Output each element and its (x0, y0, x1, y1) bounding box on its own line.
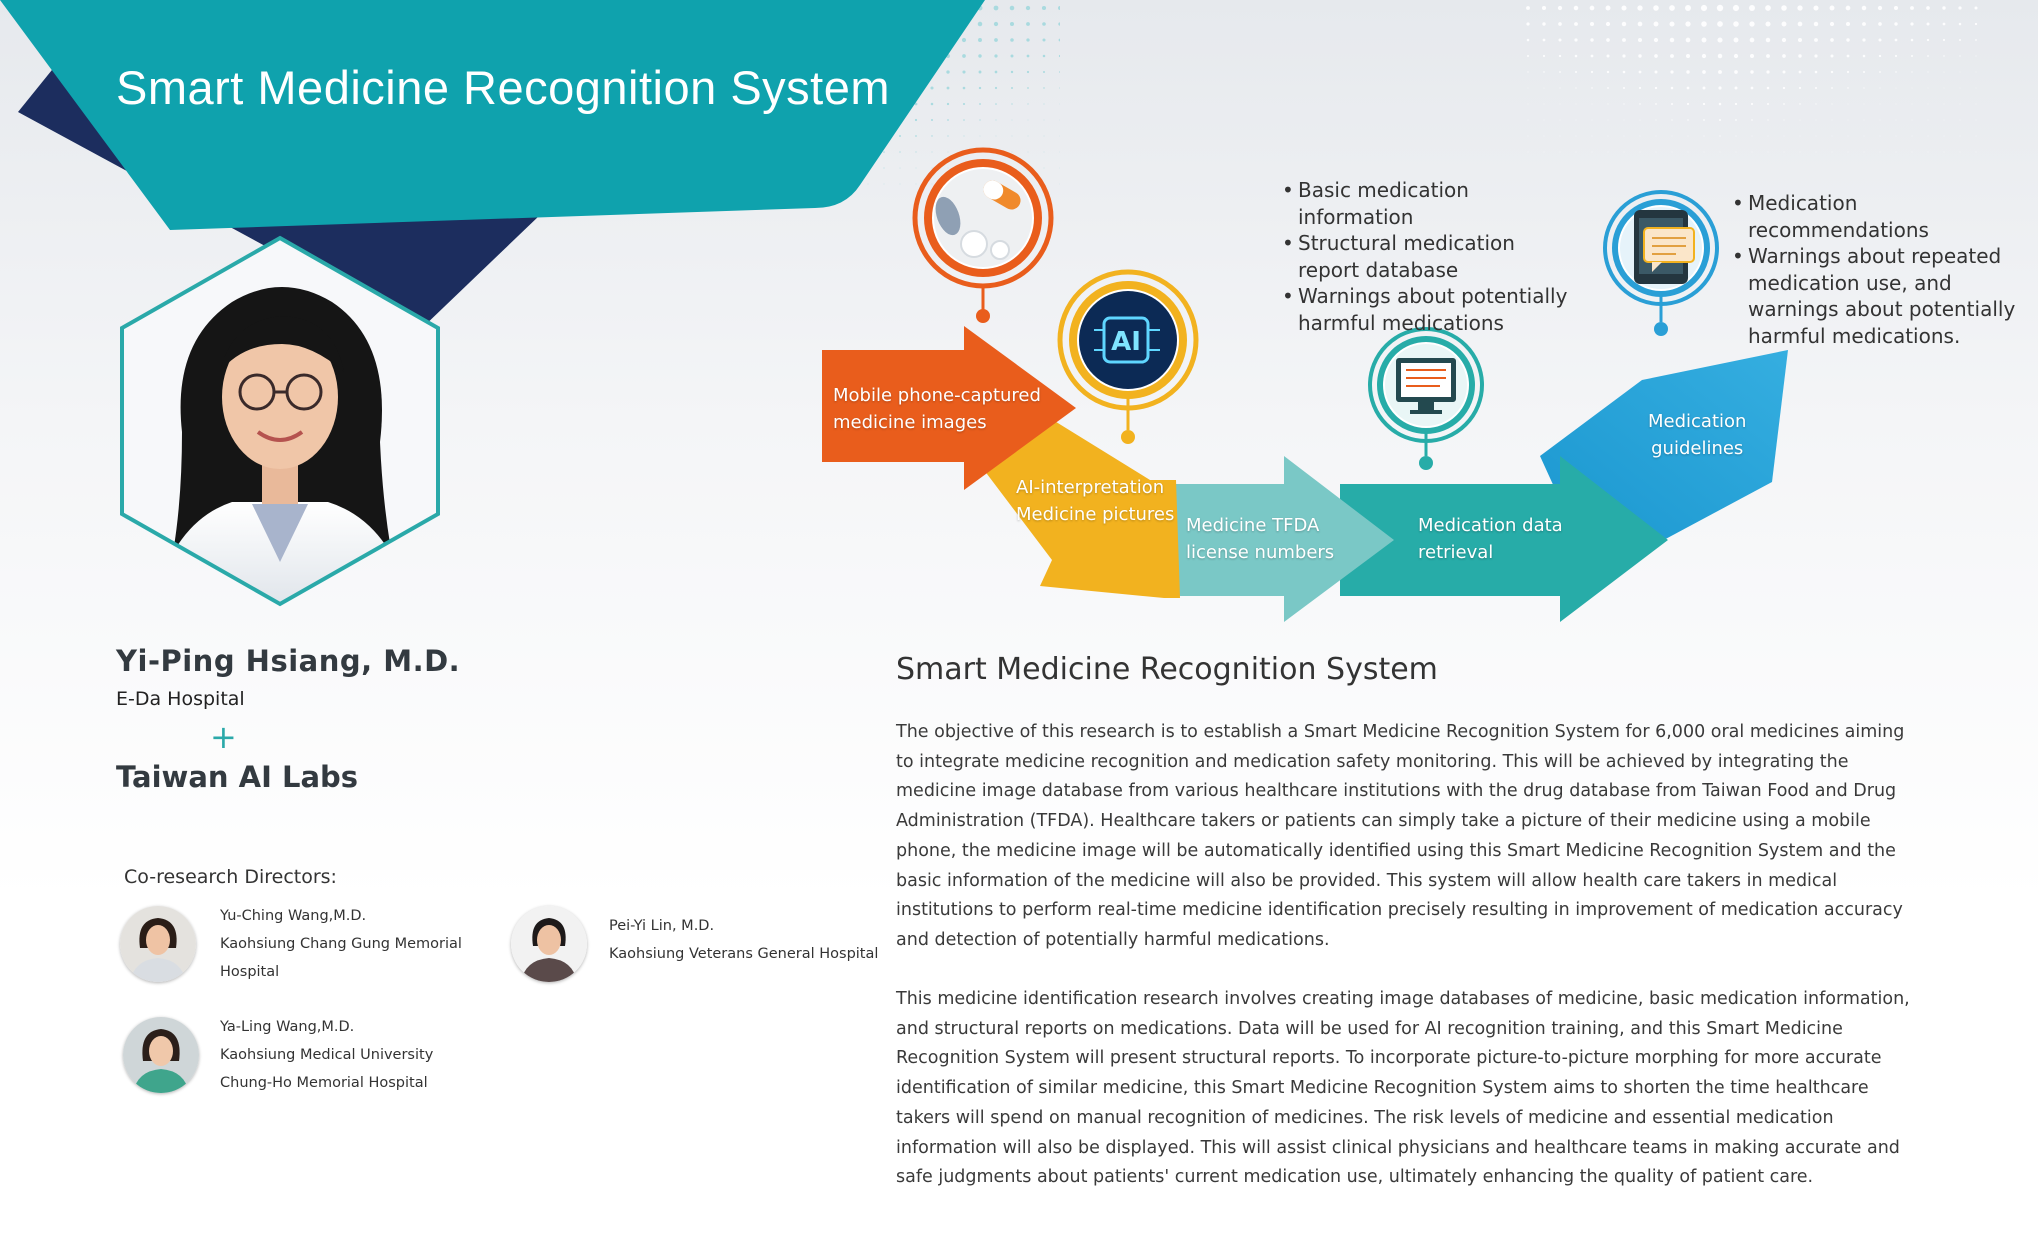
director-avatar (120, 906, 196, 982)
director-affiliation: Kaohsiung Veterans General Hospital (609, 946, 879, 962)
bullet-item: Warnings about potentially harmful medic… (1282, 283, 1582, 336)
director-name: Yu-Ching Wang,M.D. (220, 908, 367, 924)
flow-diagram: AI (822, 147, 1788, 622)
computer-report-icon (1368, 327, 1484, 470)
bullet-item: Medication recommendations (1732, 190, 2032, 243)
flow-arrow-light-teal (1164, 456, 1394, 622)
section-heading: Smart Medicine Recognition System (896, 652, 1438, 687)
flow-step-label-1: Mobile phone-captured medicine images (833, 385, 1041, 433)
banner-teal-shape (0, 0, 985, 230)
portrait (120, 235, 440, 607)
title-banner (0, 0, 985, 330)
person-name: Yi-Ping Hsiang, M.D. (116, 644, 461, 678)
bullet-item: Warnings about repeated medication use, … (1732, 243, 2032, 349)
director-affiliation-cont: Hospital (220, 964, 280, 980)
bullet-item: Basic medication information (1282, 177, 1582, 230)
director-avatar (123, 1017, 199, 1093)
flow-arrow-yellow (984, 412, 1180, 598)
director-affiliation-cont: Chung-Ho Memorial Hospital (220, 1075, 428, 1091)
partner-org: Taiwan AI Labs (116, 760, 359, 794)
flow-step-label-2: AI-interpretation Medicine pictures (1016, 477, 1175, 525)
flow-arrow-teal (1340, 456, 1668, 622)
co-directors-heading: Co-research Directors: (124, 866, 337, 888)
bullet-list-data: Basic medication information Structural … (1282, 177, 1582, 336)
director-name: Pei-Yi Lin, M.D. (609, 918, 715, 934)
flow-arrow-orange (822, 326, 1076, 490)
banner-title: Smart Medicine Recognition System (116, 61, 891, 114)
plus-sign: + (210, 718, 237, 756)
director-affiliation: Kaohsiung Chang Gung Memorial (220, 936, 462, 952)
description-paragraph-1: The objective of this research is to est… (896, 722, 1905, 950)
dot-pattern-right (1526, 4, 1978, 153)
bullet-list-guidelines: Medication recommendations Warnings abou… (1732, 190, 2032, 349)
svg-text:AI: AI (1111, 327, 1141, 357)
flow-step-label-3: Medicine TFDA license numbers (1186, 515, 1335, 563)
flow-step-label-4: Medication data retrieval (1418, 515, 1563, 563)
person-hospital: E-Da Hospital (116, 688, 245, 710)
tablet-chat-icon (1603, 190, 1719, 336)
ai-chip-icon: AI (1057, 269, 1199, 444)
director-info: Ya-Ling Wang,M.D. Kaohsiung Medical Univ… (220, 1013, 433, 1097)
bullet-item: Structural medication report database (1282, 230, 1582, 283)
director-avatar (511, 906, 587, 982)
director-info: Yu-Ching Wang,M.D. Kaohsiung Chang Gung … (220, 902, 462, 986)
description-paragraph-2: This medicine identification research in… (896, 989, 1910, 1188)
director-affiliation: Kaohsiung Medical University (220, 1047, 434, 1063)
pills-icon (912, 147, 1054, 323)
flow-step-label-5: Medication guidelines (1648, 411, 1747, 459)
director-info: Pei-Yi Lin, M.D. Kaohsiung Veterans Gene… (609, 912, 878, 968)
director-name: Ya-Ling Wang,M.D. (220, 1019, 355, 1035)
